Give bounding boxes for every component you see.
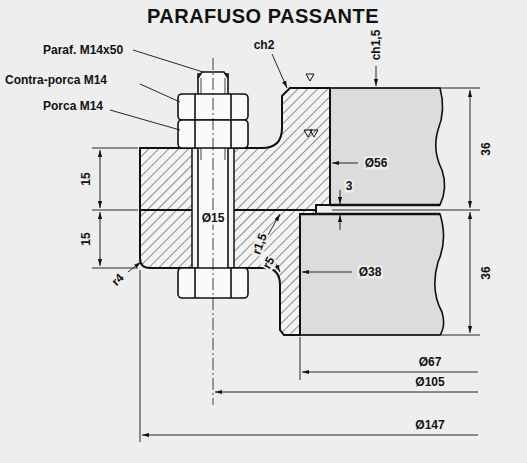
dimension-value: Ø105 (414, 376, 445, 389)
center-line (213, 58, 214, 405)
dimension-value: Ø67 (418, 356, 443, 369)
drawing-title: PARAFUSO PASSANTE (147, 5, 379, 28)
dimension-value: 15 (80, 171, 93, 186)
dimension-value: Ø56 (364, 157, 389, 170)
callout-label: Paraf. M14x50 (42, 44, 124, 57)
dimension-value: Ø15 (201, 212, 226, 225)
chamfer-label: ch1,5 (370, 29, 383, 62)
dimension-value: 36 (480, 141, 493, 156)
callout-label: Porca M14 (42, 100, 104, 113)
dimension-value: 3 (345, 180, 354, 193)
chamfer-label: ch2 (253, 39, 276, 52)
dimension-lines (92, 50, 480, 442)
callout-label: Contra-porca M14 (4, 74, 108, 87)
radius-label: r4 (109, 271, 128, 290)
dimension-value: Ø147 (414, 419, 445, 432)
dimension-value: Ø38 (358, 266, 383, 279)
dimension-value: 15 (80, 231, 93, 246)
surface-finish-mark (304, 74, 318, 137)
dimension-value: 36 (480, 265, 493, 280)
upper-flange (140, 88, 330, 210)
